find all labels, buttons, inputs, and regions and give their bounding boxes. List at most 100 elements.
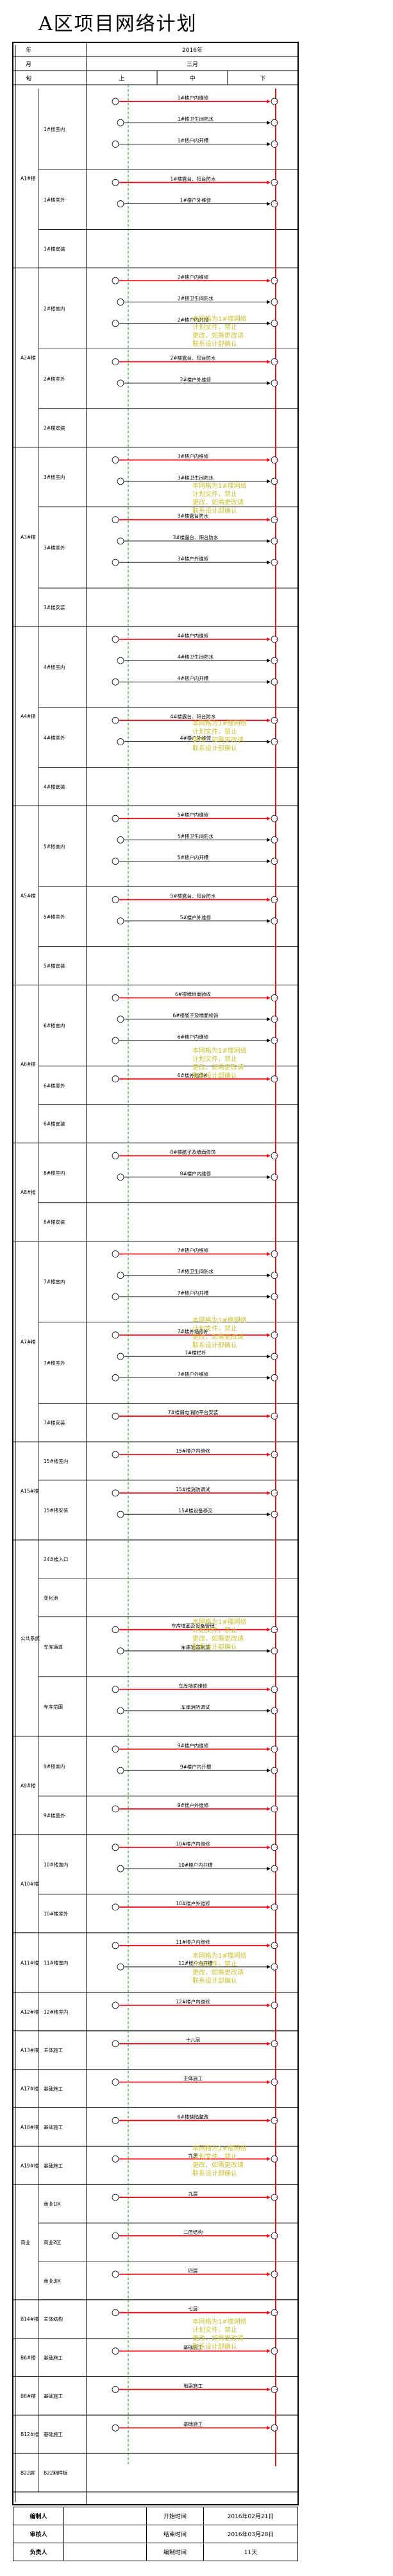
watermark-text: 本网格为1#楼网络 [192,1618,247,1626]
activity-label: 1#楼露台、阳台防水 [170,175,216,182]
activity-label: 7#楼栏杆 [185,1349,206,1356]
arrow-head [267,2195,271,2200]
event-node [117,1016,124,1023]
activity-label: 6#楼外墙修补 [178,1072,209,1078]
event-node [112,858,119,865]
arrow-head [267,859,271,863]
row-label: 4#楼安装 [44,783,65,790]
row-label: 基础施工 [44,2392,63,2399]
event-node [112,1037,119,1044]
row-label: 11#楼室内 [44,1959,68,1966]
event-node [112,2040,119,2048]
activity-label: 8#楼腻子及墙面修饰 [170,1149,216,1155]
event-node [112,896,119,903]
watermark-text: 计划文件，禁止 [192,490,237,498]
group-label: A1#楼 [21,175,36,182]
activity-label: 7#楼户内维修 [178,1247,209,1253]
event-node [117,1963,124,1971]
event-node [117,1707,124,1715]
header-dekad: 上 [119,75,124,82]
sheet-border [12,42,299,2505]
watermark-text: 本网格为1#楼网络 [192,2317,247,2326]
group-label: B14#楼 [21,2316,39,2322]
row-label: 4#楼室内 [44,664,65,670]
group-label: A6#楼 [21,1061,36,1068]
event-node [117,1865,124,1872]
activity-label: 15#楼消防调试 [176,1486,210,1492]
watermark-text: 本网格为1#楼网络 [192,2144,247,2152]
row-label: 3#楼室外 [44,544,65,551]
date-value: 11天 [203,2543,298,2561]
event-node [117,1272,124,1279]
activity-label: 七层 [188,2306,198,2312]
signoff-value [63,2525,147,2543]
watermark-text: 本网格为1#楼网络 [192,1046,247,1055]
header-dekad: 中 [189,74,195,82]
row-label: 商业2区 [44,2239,62,2245]
date-label: 结束时间 [146,2525,204,2543]
group-label: A15#楼 [21,1488,39,1494]
row-label: 15#楼室内 [44,1458,68,1464]
event-node [112,2232,119,2240]
arrow-head [267,2080,271,2084]
row-label: 1#楼安装 [44,245,65,252]
activity-label: 车库消防调试 [181,1704,210,1710]
header-dekad: 下 [260,76,265,82]
row-label: 3#楼安装 [44,604,65,610]
signoff-table: 编制人 开始时间 2016年02月21日 审核人 结束时间 2016年03月28… [13,2507,298,2561]
activity-label: 6#楼户内维修 [178,1033,209,1040]
arrow-head [267,897,271,902]
activity-label: 5#楼户内开槽 [178,854,209,861]
activity-label: 地梁施工 [183,2382,203,2389]
event-node [112,1331,119,1339]
row-label: B22期样板 [44,2469,68,2476]
event-node [112,98,119,105]
arrow-head [267,458,271,462]
event-node [112,2193,119,2201]
group-label: B8#楼 [21,2392,36,2399]
watermark-text: 更改，如需更改请 [192,1063,244,1071]
row-label: 车库范围 [44,1703,63,1709]
arrow-head [267,1943,271,1948]
event-node [112,1903,119,1911]
group-label: B12#楼 [21,2431,39,2437]
activity-label: 10#楼户外维修 [176,1900,210,1906]
activity-label: 8#楼户内维修 [180,1170,212,1177]
header-year-label: 年 [26,46,31,54]
row-label: 主体施工 [44,2047,63,2053]
arrow-head [267,2003,271,2007]
event-node [112,2385,119,2393]
event-node [117,119,124,126]
arrow-head [267,817,271,821]
arrow-head [267,142,271,146]
activity-label: 基础施工 [183,2344,203,2351]
header-dekad-label: 旬 [26,74,31,82]
event-node [117,836,124,843]
signoff-label: 编制人 [13,2507,64,2525]
row-label: 5#楼室内 [44,843,65,849]
date-label: 开始时间 [146,2507,204,2525]
row-label: 5#楼安装 [44,963,65,969]
arrow-head [267,2233,271,2238]
activity-label: 6#楼腻子及墙面修饰 [172,1012,219,1019]
event-node [112,2424,119,2432]
event-node [117,1767,124,1774]
watermark-text: 联系设计部确认 [192,506,237,515]
event-node [117,738,124,745]
arrow-head [267,517,271,522]
arrow-head [267,680,271,684]
event-node [112,1152,119,1159]
activity-label: 2#楼卫生间防水 [178,295,214,302]
activity-label: 9#楼户内开槽 [180,1763,212,1770]
watermark-text: 联系设计部确认 [192,2342,237,2351]
watermark-text: 联系设计部确认 [192,2169,237,2177]
arrow-head [267,539,271,543]
watermark-text: 更改，如需更改请 [192,736,244,744]
signoff-label: 审核人 [13,2525,64,2543]
event-node [112,678,119,686]
activity-label: 2#楼户外维修 [180,376,212,383]
watermark-text: 计划文件，禁止 [192,323,237,331]
row-label: 基础施工 [44,2086,63,2092]
row-label: 7#楼室内 [44,1279,65,1285]
arrow-head [267,1806,271,1811]
